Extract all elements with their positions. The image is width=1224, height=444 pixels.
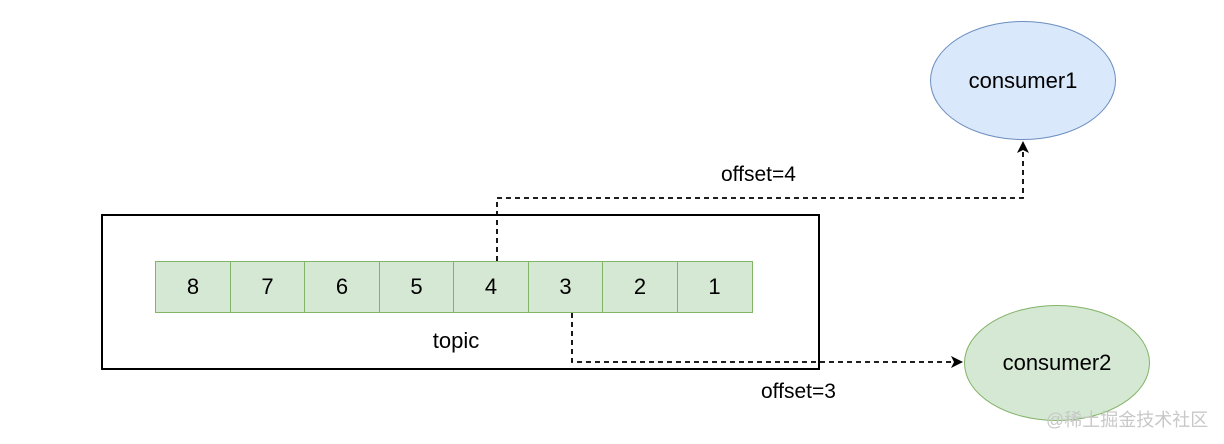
offset-4-label: offset=4 <box>721 163 796 186</box>
offset-3-edge <box>571 313 963 368</box>
queue-cell: 5 <box>378 261 455 313</box>
offset-3-label: offset=3 <box>761 380 836 403</box>
queue-cell: 1 <box>676 261 753 313</box>
consumer1-node: consumer1 <box>930 21 1116 140</box>
offset-4-edge <box>496 141 1029 261</box>
queue-cell: 6 <box>304 261 380 313</box>
consumer2-node: consumer2 <box>964 305 1150 421</box>
topic-queue: 8 7 6 5 4 3 2 1 <box>155 261 763 313</box>
queue-cell: 8 <box>155 261 231 313</box>
queue-cell: 2 <box>602 261 678 313</box>
queue-cell: 4 <box>453 261 529 313</box>
topic-label: topic <box>432 328 480 353</box>
watermark: @稀土掘金技术社区 <box>1046 410 1209 430</box>
